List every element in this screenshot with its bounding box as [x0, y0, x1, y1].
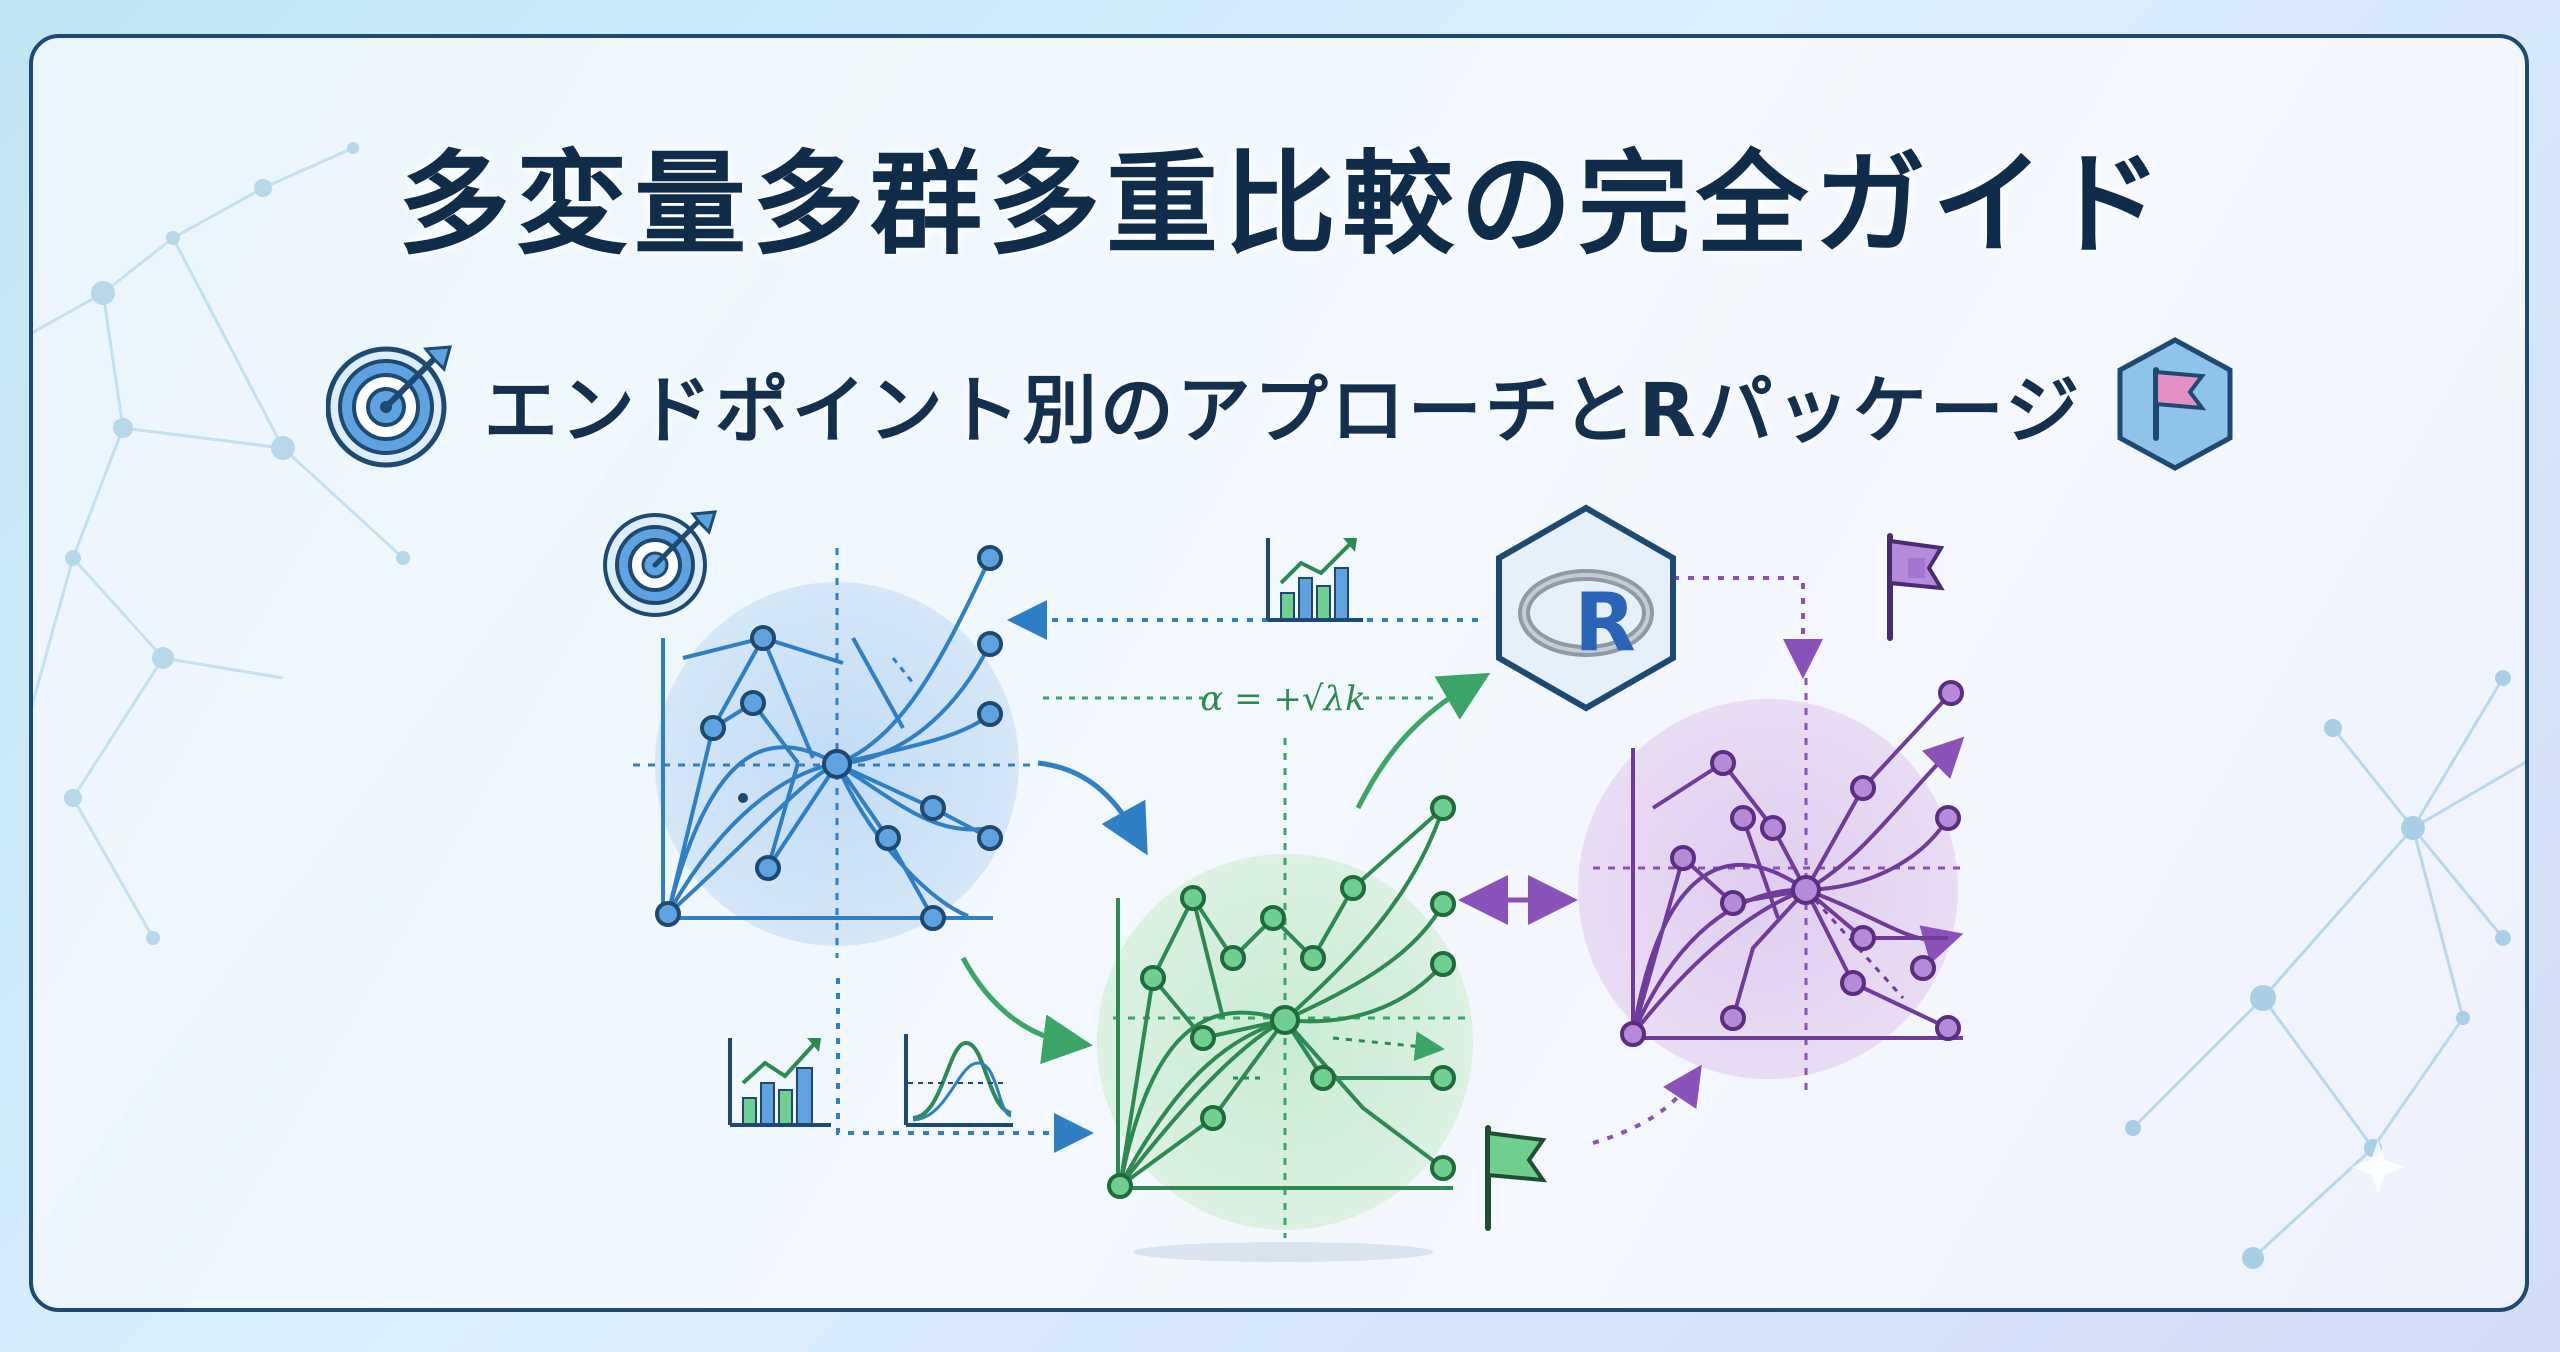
green-cluster: [1097, 738, 1473, 1238]
purple-cluster: [1578, 678, 1965, 1098]
flag-badge-icon: [2117, 337, 2233, 471]
green-flag-icon: [1485, 1125, 1548, 1231]
subtitle-row: エンドポイント別のアプローチとRパッケージ: [33, 334, 2525, 474]
r-logo-icon: R: [1496, 504, 1676, 712]
small-target-icon: [603, 510, 718, 617]
connector-arrows: [836, 576, 1823, 1153]
distribution-curve-icon: [904, 1034, 1013, 1127]
purple-flag-icon: [1887, 533, 1945, 641]
page-title: 多変量多群多重比較の完全ガイド: [398, 140, 2168, 270]
bar-chart-icon-bottom: [728, 1038, 831, 1127]
blue-cluster: [633, 545, 1033, 958]
r-logo-letter: R: [1574, 576, 1636, 669]
formula-label: α = +√λk: [1200, 679, 1365, 719]
bar-chart-icon: [1266, 538, 1363, 622]
page-subtitle: エンドポイント別のアプローチとRパッケージ: [483, 367, 2083, 454]
background-network: [33, 38, 2525, 1269]
multigroup-diagram: α = +√λk R: [603, 504, 2405, 1262]
banner-card: 多変量多群多重比較の完全ガイド エンドポイント別のアプローチとRパッケージ: [29, 34, 2529, 1312]
target-icon: [325, 345, 452, 468]
